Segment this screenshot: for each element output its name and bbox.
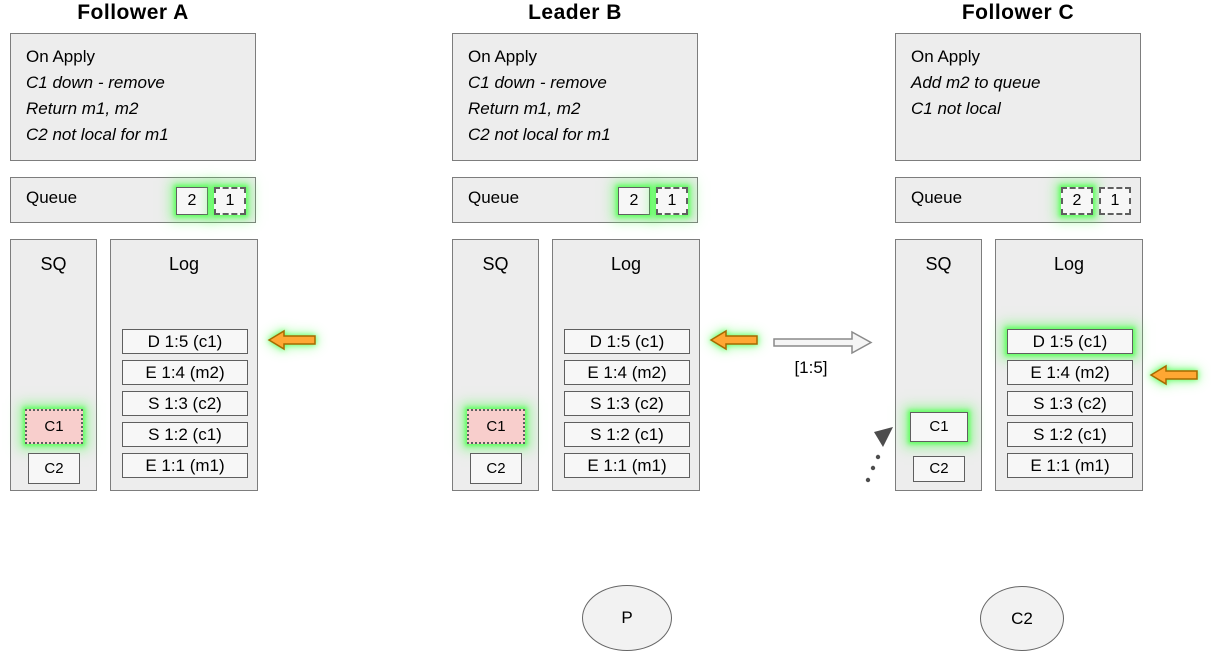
apply-pointer-arrow-icon [1149,364,1198,386]
sq-item-c2: C2 [470,453,522,484]
log-entry: S 1:2 (c1) [564,422,690,447]
queue-panel: Queue 2 1 [10,177,256,223]
log-entry: E 1:4 (m2) [122,360,248,385]
queue-panel: Queue 2 1 [895,177,1141,223]
process-ellipse-c2: C2 [980,586,1064,651]
node-title: Follower C [961,1,1075,24]
queue-label: Queue [911,188,963,207]
node-title: Follower A [77,1,189,24]
apply-pointer-arrow-icon [709,329,758,351]
log-panel: Log D 1:5 (c1) E 1:4 (m2) S 1:3 (c2) S 1… [552,239,700,491]
log-entry: E 1:4 (m2) [1007,360,1133,385]
log-entry: E 1:1 (m1) [122,453,248,478]
log-entry: D 1:5 (c1) [564,329,690,354]
sq-item-c2: C2 [28,453,80,484]
log-entry: E 1:1 (m1) [1007,453,1133,478]
on-apply-note: C1 down - remove [26,73,165,92]
queue-label: Queue [468,188,520,207]
queue-item-1: 1 [1099,187,1131,215]
log-entry: D 1:5 (c1) [122,329,248,354]
log-entry: S 1:2 (c1) [122,422,248,447]
on-apply-title: On Apply [468,47,537,66]
log-entry: S 1:3 (c2) [564,391,690,416]
log-title: Log [168,254,200,274]
queue-panel: Queue 2 1 [452,177,698,223]
queue-item-2: 2 [618,187,650,215]
on-apply-title: On Apply [26,47,95,66]
replication-arrow-icon [773,330,873,355]
on-apply-panel: On Apply C1 down - remove Return m1, m2 … [10,33,256,161]
queue-item-2: 2 [176,187,208,215]
node-follower-c: Follower C On Apply Add m2 to queue C1 n… [895,0,1143,510]
on-apply-note: C1 down - remove [468,73,607,92]
sq-item-c1: C1 [910,412,968,442]
log-panel: Log D 1:5 (c1) E 1:4 (m2) S 1:3 (c2) S 1… [995,239,1143,491]
log-entry: E 1:1 (m1) [564,453,690,478]
queue-label: Queue [26,188,78,207]
on-apply-note: Return m1, m2 [26,99,139,118]
on-apply-note: Return m1, m2 [468,99,581,118]
node-title: Leader B [528,1,622,24]
on-apply-note: C1 not local [911,99,1001,118]
sq-title: SQ [482,254,509,274]
sq-item-c1: C1 [25,409,83,444]
queue-item-1: 1 [214,187,246,215]
log-entry: S 1:3 (c2) [122,391,248,416]
log-title: Log [1053,254,1085,274]
apply-pointer-arrow-icon [267,329,316,351]
sq-panel: SQ C1 C2 [10,239,97,491]
process-ellipse-p: P [582,585,672,651]
on-apply-note: C2 not local for m1 [468,125,611,144]
node-follower-a: Follower A On Apply C1 down - remove Ret… [10,0,258,510]
queue-item-1: 1 [656,187,688,215]
sq-panel: SQ C1 C2 [452,239,539,491]
dotted-pointer-arrow-icon [865,427,893,483]
log-entry: S 1:3 (c2) [1007,391,1133,416]
on-apply-panel: On Apply C1 down - remove Return m1, m2 … [452,33,698,161]
log-title: Log [610,254,642,274]
queue-item-2: 2 [1061,187,1093,215]
log-entries: D 1:5 (c1) E 1:4 (m2) S 1:3 (c2) S 1:2 (… [122,329,248,478]
log-panel: Log D 1:5 (c1) E 1:4 (m2) S 1:3 (c2) S 1… [110,239,258,491]
sq-item-c1: C1 [467,409,525,444]
log-entry: E 1:4 (m2) [564,360,690,385]
sq-panel: SQ C1 C2 [895,239,982,491]
on-apply-title: On Apply [911,47,980,66]
on-apply-note: Add m2 to queue [911,73,1041,92]
log-entry: S 1:2 (c1) [1007,422,1133,447]
node-leader-b: Leader B On Apply C1 down - remove Retur… [452,0,700,510]
replication-range-label: [1:5] [794,358,828,377]
on-apply-panel: On Apply Add m2 to queue C1 not local [895,33,1141,161]
sq-title: SQ [40,254,67,274]
on-apply-note: C2 not local for m1 [26,125,169,144]
log-entry: D 1:5 (c1) [1007,329,1133,354]
sq-item-c2: C2 [913,456,965,482]
log-entries: D 1:5 (c1) E 1:4 (m2) S 1:3 (c2) S 1:2 (… [564,329,690,478]
sq-title: SQ [925,254,952,274]
log-entries: D 1:5 (c1) E 1:4 (m2) S 1:3 (c2) S 1:2 (… [1007,329,1133,478]
